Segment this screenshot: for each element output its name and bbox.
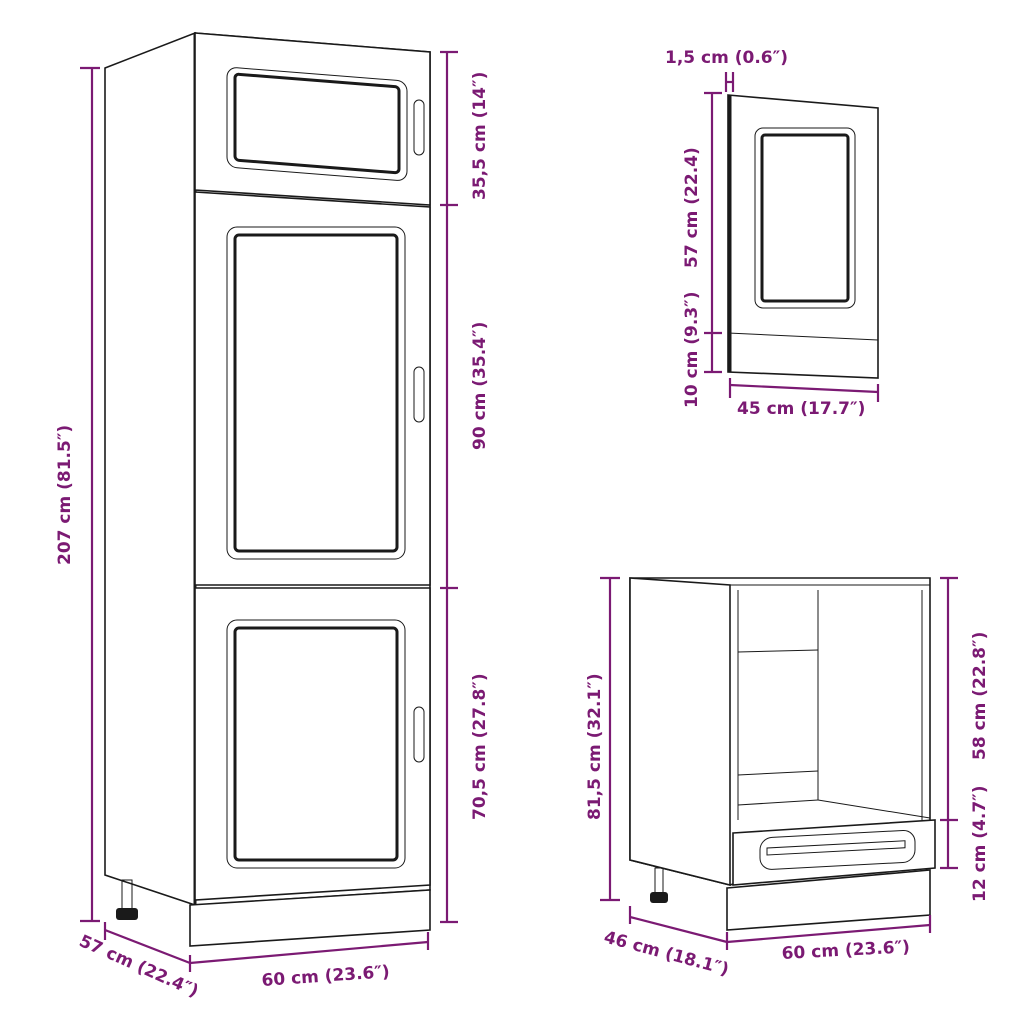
top-door-height-label: 35,5 cm (14″) [470,72,490,200]
oven-leg-icon [654,867,664,894]
middle-door-handle-icon [413,366,425,423]
leg-icon [121,879,133,911]
tall-depth-label: 57 cm (22.4″) [76,931,201,1001]
bottom-door-height-label: 70,5 cm (27.8″) [470,673,490,820]
plinth-height-label: 10 cm (9.3″) [682,291,702,408]
tall-cabinet-plinth [189,889,431,947]
top-door [194,32,431,206]
bottom-door-handle-icon [413,706,425,763]
tall-cabinet: 207 cm (81.5″) 35,5 cm (14″) 90 cm (35.4… [55,31,490,1002]
drawer-handle-icon [766,840,906,856]
door-panel: 1,5 cm (0.6″) 57 cm (22.4) 10 cm (9.3″) … [665,48,880,419]
oven-depth-label: 46 cm (18.1″) [602,928,731,981]
middle-door [194,191,431,586]
oven-cabinet-side [629,577,731,887]
panel-height-label: 57 cm (22.4) [682,147,702,268]
panel-width-label: 45 cm (17.7″) [737,399,865,419]
bottom-door [194,587,431,901]
middle-door-height-label: 90 cm (35.4″) [470,322,490,450]
tall-total-height-label: 207 cm (81.5″) [55,425,75,565]
door-panel-front [727,94,879,379]
tall-cabinet-side [104,31,196,907]
oven-total-height-label: 81,5 cm (32.1″) [585,673,605,820]
panel-thickness-label: 1,5 cm (0.6″) [665,48,788,68]
oven-drawer-height-label: 12 cm (4.7″) [970,785,990,902]
oven-width-label: 60 cm (23.6″) [781,937,910,964]
oven-cabinet: 81,5 cm (32.1″) 58 cm (22.8″) 12 cm (4.7… [585,576,990,981]
top-door-handle-icon [413,99,425,156]
oven-opening-height-label: 58 cm (22.8″) [970,632,990,760]
tall-width-label: 60 cm (23.6″) [261,962,390,991]
